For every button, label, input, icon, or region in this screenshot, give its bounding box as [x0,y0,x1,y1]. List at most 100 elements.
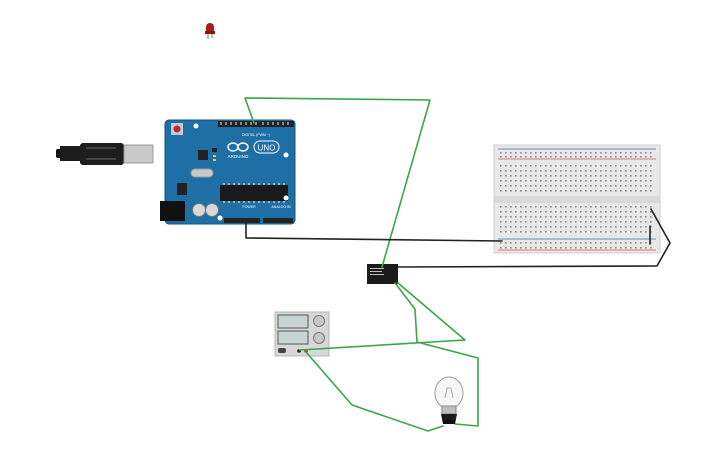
breadboard-hole [540,175,542,177]
breadboard-hole [620,242,622,244]
breadboard-hole [630,185,632,187]
breadboard-hole [555,175,557,177]
wire-green-signal[interactable] [244,97,431,268]
breadboard-hole [625,206,627,208]
breadboard-hole [605,156,607,158]
breadboard-hole [600,211,602,213]
breadboard-hole [510,242,512,244]
breadboard-hole [550,226,552,228]
breadboard-hole [590,221,592,223]
arduino-uno[interactable]: ARDUINO UNO DIGITAL (PWM ~) POWER ANALOG… [160,119,296,225]
digital-pins [220,122,289,125]
breadboard-hole [545,231,547,233]
breadboard-hole [605,216,607,218]
breadboard[interactable] [493,144,661,254]
breadboard-hole [550,175,552,177]
breadboard-hole [635,185,637,187]
breadboard-hole [590,156,592,158]
breadboard-hole [640,247,642,249]
breadboard-hole [535,165,537,167]
breadboard-hole [500,226,502,228]
breadboard-hole [565,242,567,244]
breadboard-hole [600,175,602,177]
breadboard-hole [540,231,542,233]
relay[interactable] [367,264,398,284]
breadboard-hole [540,206,542,208]
breadboard-hole [645,170,647,172]
breadboard-hole [525,231,527,233]
breadboard-hole [560,216,562,218]
breadboard-hole [500,247,502,249]
wire-green-relay-bulb[interactable] [394,282,479,427]
breadboard-hole [635,170,637,172]
wire-green-relay-supply[interactable] [299,282,466,351]
power-switch[interactable] [278,348,286,353]
breadboard-hole [595,211,597,213]
breadboard-hole [530,170,532,172]
breadboard-hole [610,242,612,244]
breadboard-hole [540,156,542,158]
breadboard-hole [530,185,532,187]
breadboard-hole [590,211,592,213]
breadboard-hole [635,211,637,213]
current-knob[interactable] [313,332,325,344]
breadboard-hole [575,216,577,218]
breadboard-hole [580,190,582,192]
breadboard-hole [600,165,602,167]
breadboard-hole [615,190,617,192]
breadboard-hole [640,180,642,182]
breadboard-hole [575,226,577,228]
breadboard-hole [590,190,592,192]
breadboard-hole [635,190,637,192]
breadboard-hole [515,211,517,213]
breadboard-hole [555,226,557,228]
breadboard-hole [650,216,652,218]
breadboard-hole [565,152,567,154]
breadboard-hole [520,221,522,223]
wire-black-ground-arduino[interactable] [245,220,503,242]
breadboard-hole [590,226,592,228]
breadboard-hole [510,180,512,182]
breadboard-hole [625,156,627,158]
breadboard-hole [525,206,527,208]
breadboard-hole [595,190,597,192]
breadboard-hole [525,185,527,187]
breadboard-hole [505,206,507,208]
breadboard-hole [585,190,587,192]
breadboard-hole [650,190,652,192]
wire-green-supply-bulb[interactable] [305,351,444,432]
breadboard-hole [620,156,622,158]
breadboard-hole [530,206,532,208]
breadboard-hole [515,216,517,218]
breadboard-hole [505,216,507,218]
breadboard-hole [640,185,642,187]
breadboard-hole [575,242,577,244]
light-bulb[interactable] [434,376,464,424]
breadboard-hole [605,170,607,172]
breadboard-hole [540,211,542,213]
breadboard-hole [570,180,572,182]
breadboard-hole [635,180,637,182]
breadboard-hole [505,156,507,158]
breadboard-hole [585,170,587,172]
breadboard-hole [535,152,537,154]
wire-black-relay-breadboard[interactable] [397,208,671,268]
led-component[interactable] [205,23,215,39]
breadboard-hole [515,180,517,182]
breadboard-hole [600,231,602,233]
breadboard-hole [515,242,517,244]
breadboard-hole [555,242,557,244]
breadboard-hole [505,190,507,192]
breadboard-hole [540,216,542,218]
breadboard-hole [600,170,602,172]
breadboard-hole [565,211,567,213]
voltage-knob[interactable] [313,315,325,327]
breadboard-hole [500,231,502,233]
breadboard-hole [520,156,522,158]
breadboard-hole [520,211,522,213]
breadboard-hole [525,175,527,177]
usb-cable[interactable] [56,143,154,165]
breadboard-hole [630,152,632,154]
breadboard-hole [645,175,647,177]
